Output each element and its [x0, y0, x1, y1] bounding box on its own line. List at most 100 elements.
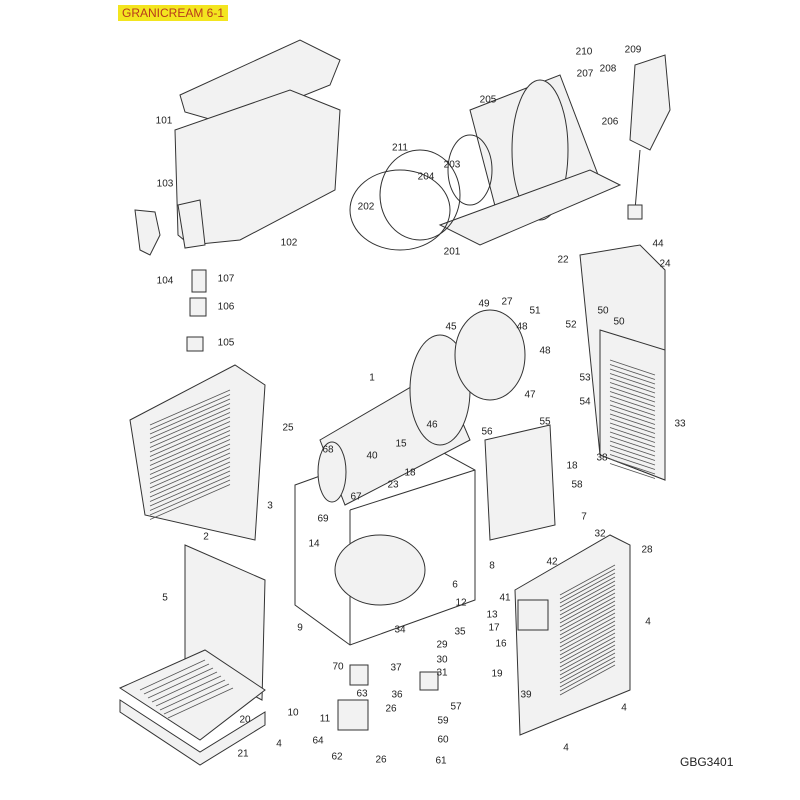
- part-label-22: 22: [557, 254, 569, 266]
- electrical-panel-slat: [559, 620, 616, 652]
- part-label-36: 36: [391, 689, 403, 701]
- electrical-panel-slat: [559, 648, 616, 680]
- part-label-61: 61: [435, 755, 447, 767]
- part-label-42: 42: [546, 556, 558, 568]
- electrical-panel-slat: [559, 624, 616, 656]
- drip-tray-slat: [167, 687, 234, 719]
- part-label-48: 48: [516, 321, 528, 333]
- part-label-16: 16: [495, 638, 507, 650]
- part-label-203: 203: [443, 159, 461, 171]
- part-label-14: 14: [308, 538, 320, 550]
- rear-panel-slat: [609, 418, 656, 434]
- part-label-18: 18: [566, 460, 578, 472]
- left-side-panel: [129, 364, 266, 541]
- left-panel-slat: [149, 461, 231, 498]
- part-label-46: 46: [426, 419, 438, 431]
- electrical-panel-slat: [559, 588, 616, 620]
- part-label-68: 68: [322, 444, 334, 456]
- tap-lever: [134, 209, 161, 256]
- rear-panel-slat: [609, 431, 656, 448]
- part-label-3: 3: [267, 500, 273, 512]
- drip-tray-slat: [155, 675, 222, 707]
- part-label-35: 35: [454, 626, 466, 638]
- condenser: [484, 424, 556, 541]
- part-label-37: 37: [390, 662, 402, 674]
- rear-panel-slat: [609, 422, 656, 439]
- drip-tray-base: [119, 699, 266, 766]
- part-label-105: 105: [217, 337, 235, 349]
- part-label-51: 51: [529, 305, 541, 317]
- spring: [191, 269, 207, 293]
- electrical-panel: [514, 534, 631, 736]
- rear-panel-slat: [609, 404, 656, 421]
- part-label-210: 210: [575, 46, 593, 58]
- electrical-panel-slat: [559, 584, 616, 616]
- part-label-2: 2: [203, 531, 209, 543]
- drip-tray-slat: [163, 683, 230, 715]
- electrical-panel-slat: [559, 612, 616, 644]
- part-label-4: 4: [276, 738, 282, 750]
- fan-motor-49: [454, 309, 526, 401]
- part-label-101: 101: [155, 115, 173, 127]
- part-label-7: 7: [581, 511, 587, 523]
- gearmotor: [629, 54, 671, 151]
- rear-panel-slat: [609, 427, 656, 443]
- part-label-24: 24: [659, 258, 671, 270]
- left-panel-slat: [149, 443, 231, 480]
- part-label-106: 106: [217, 301, 235, 313]
- part-label-23: 23: [387, 479, 399, 491]
- electrical-panel-slat: [559, 604, 616, 636]
- dispensing-tap: [177, 199, 206, 249]
- rear-panel-slat: [609, 373, 656, 389]
- piston: [189, 297, 207, 317]
- rear-panel-slat: [609, 454, 656, 470]
- part-label-103: 103: [156, 178, 174, 190]
- left-panel-slat: [149, 479, 231, 516]
- left-panel-slat: [149, 470, 231, 507]
- electrical-panel-slat: [559, 632, 616, 664]
- left-panel-slat: [149, 425, 231, 462]
- part-label-6: 6: [452, 579, 458, 591]
- part-label-38: 38: [596, 452, 608, 464]
- rear-panel-slat: [609, 368, 656, 385]
- left-panel-slat: [149, 421, 231, 457]
- part-label-211: 211: [392, 142, 408, 154]
- rear-panel-slat: [609, 382, 656, 398]
- part-label-67: 67: [350, 491, 362, 503]
- part-label-52: 52: [565, 319, 577, 331]
- drip-tray-slat: [159, 679, 226, 711]
- electrical-panel-slat: [559, 596, 616, 628]
- part-label-31: 31: [436, 667, 448, 679]
- part-label-102: 102: [280, 237, 298, 249]
- part-label-4: 4: [563, 742, 569, 754]
- electrical-panel-slat: [559, 608, 616, 640]
- electrical-panel-slat: [559, 636, 616, 668]
- rear-panel-slat: [609, 400, 656, 416]
- part-label-13: 13: [486, 609, 498, 621]
- electrical-panel-slat: [559, 572, 616, 604]
- electrical-panel-slat: [559, 664, 616, 696]
- part-label-8: 8: [489, 560, 495, 572]
- part-label-27: 27: [501, 296, 513, 308]
- part-label-207: 207: [576, 68, 594, 80]
- connector: [627, 204, 643, 220]
- rear-panel-slat: [609, 458, 656, 475]
- part-label-11: 11: [319, 713, 331, 725]
- electrical-panel-slat: [559, 628, 616, 660]
- rear-panel-slat: [609, 440, 656, 457]
- rear-panel-slat: [609, 359, 656, 376]
- auger-spiral: [349, 169, 451, 251]
- foot: [419, 671, 439, 691]
- left-panel-slat: [149, 407, 231, 444]
- part-label-50: 50: [597, 305, 609, 317]
- part-label-64: 64: [312, 735, 324, 747]
- part-label-21: 21: [237, 748, 249, 760]
- left-panel-slat: [149, 466, 231, 502]
- electrical-panel-slat: [559, 600, 616, 632]
- drip-tray-slat: [151, 671, 218, 703]
- left-panel-slat: [149, 389, 231, 426]
- hopper-bowl: [174, 89, 341, 246]
- part-label-57: 57: [450, 701, 462, 713]
- part-label-208: 208: [599, 63, 617, 75]
